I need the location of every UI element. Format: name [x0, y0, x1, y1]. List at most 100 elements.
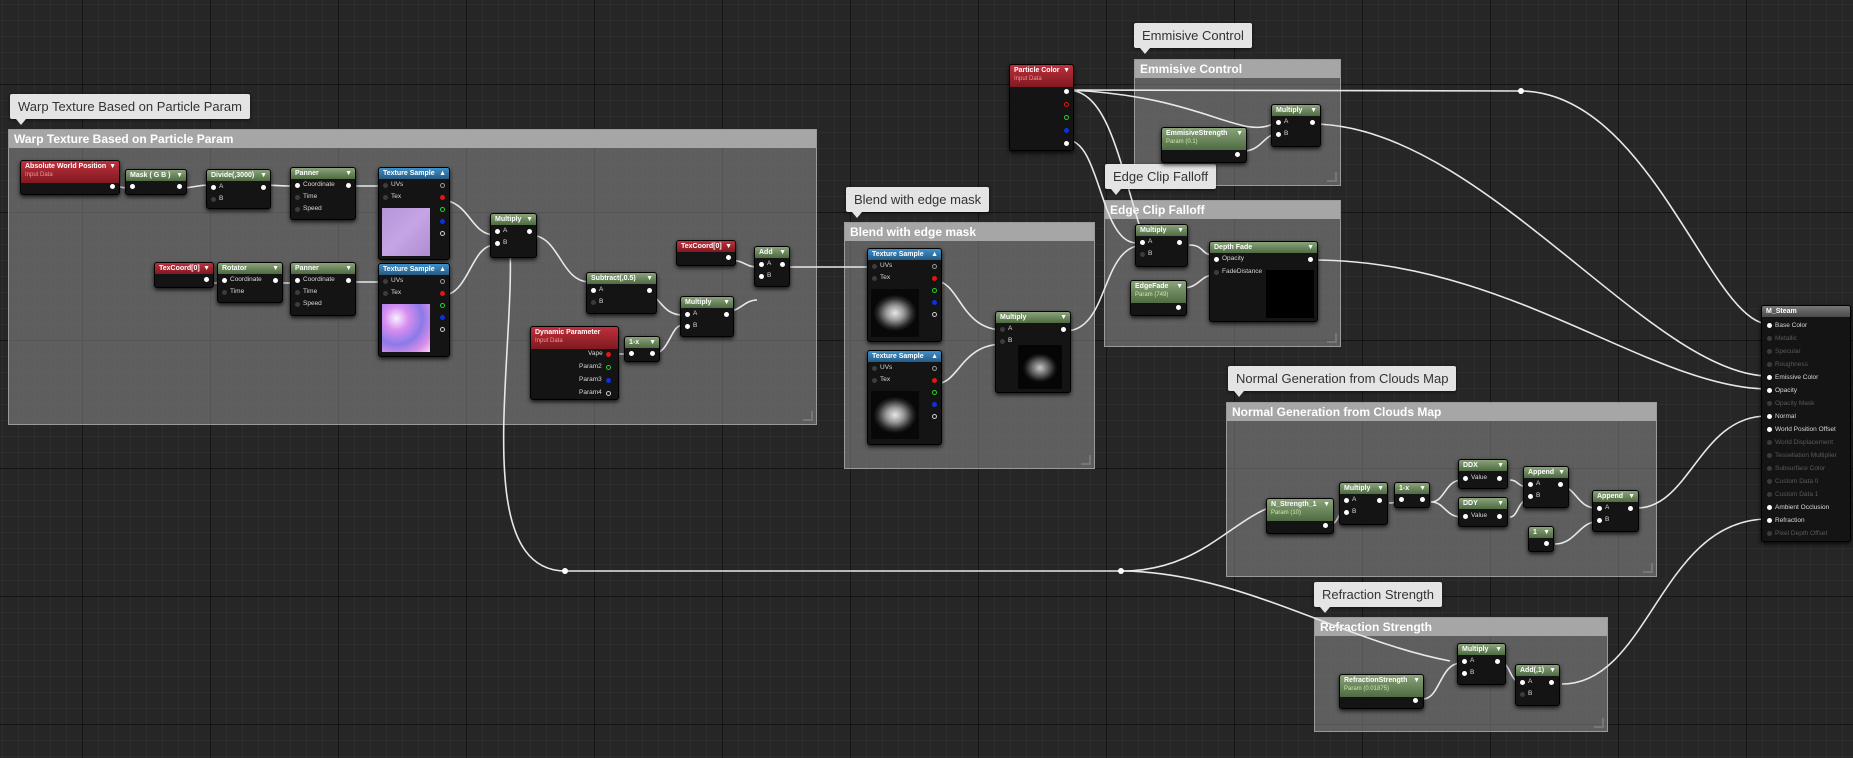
node-absolute-world-position[interactable]: Absolute World Position▼Input Data: [20, 160, 120, 195]
node-multiply-offset[interactable]: Multiply▼ A B: [680, 296, 734, 337]
output-pin-a[interactable]: [1064, 141, 1069, 146]
material-input-pin[interactable]: [1767, 375, 1772, 380]
collapse-caret-icon[interactable]: ▼: [1497, 500, 1504, 507]
resize-grip[interactable]: [803, 411, 813, 421]
collapse-caret-icon[interactable]: ▲: [931, 353, 938, 360]
comment-bubble-emmisive-control[interactable]: Emmisive Control: [1134, 23, 1252, 54]
input-pin-a[interactable]: [1597, 506, 1602, 511]
input-pin-a[interactable]: [1520, 680, 1525, 685]
input-pin-a[interactable]: [211, 185, 216, 190]
input-pin[interactable]: [130, 184, 135, 189]
node-rotator[interactable]: Rotator▼ Coordinate Time: [217, 262, 283, 303]
collapse-caret-icon[interactable]: ▼: [109, 163, 116, 170]
output-pin-b[interactable]: [440, 219, 445, 224]
input-pin-a[interactable]: [759, 262, 764, 267]
material-input-pin[interactable]: [1767, 479, 1772, 484]
input-pin-b[interactable]: [1520, 692, 1525, 697]
collapse-caret-icon[interactable]: ▼: [176, 172, 183, 179]
input-pin-b[interactable]: [1276, 132, 1281, 137]
input-pin-uvs[interactable]: [383, 279, 388, 284]
input-pin-a[interactable]: [1462, 659, 1467, 664]
collapse-caret-icon[interactable]: ▲: [439, 170, 446, 177]
output-pin[interactable]: [1558, 482, 1563, 487]
input-pin-opacity[interactable]: [1214, 257, 1219, 262]
output-pin-a[interactable]: [932, 414, 937, 419]
output-pin[interactable]: [1377, 498, 1382, 503]
collapse-caret-icon[interactable]: ▼: [1413, 677, 1420, 684]
collapse-caret-icon[interactable]: ▼: [1628, 493, 1635, 500]
output-pin[interactable]: [1323, 523, 1328, 528]
output-pin-g[interactable]: [1064, 115, 1069, 120]
material-input-pin[interactable]: [1767, 414, 1772, 419]
output-pin-r[interactable]: [440, 291, 445, 296]
node-one-minus-normal[interactable]: 1-x▼: [1394, 482, 1430, 508]
node-append-1[interactable]: Append▼ A B: [1523, 466, 1569, 508]
node-texcoord-rotator[interactable]: TexCoord[0]▼: [154, 262, 214, 288]
comment-bubble-refraction-strength[interactable]: Refraction Strength: [1314, 582, 1443, 613]
collapse-caret-icon[interactable]: ▲: [439, 266, 446, 273]
input-pin-uvs[interactable]: [872, 366, 877, 371]
resize-grip[interactable]: [1643, 563, 1653, 573]
material-input-pin[interactable]: [1767, 427, 1772, 432]
input-pin-b[interactable]: [1462, 671, 1467, 676]
node-multiply-refraction[interactable]: Multiply▼ A B: [1457, 643, 1506, 685]
output-pin[interactable]: [346, 183, 351, 188]
collapse-caret-icon[interactable]: ▼: [1549, 667, 1556, 674]
comment-bubble-blend-edge-mask[interactable]: Blend with edge mask: [846, 187, 990, 218]
collapse-caret-icon[interactable]: ▼: [1310, 107, 1317, 114]
node-subtract[interactable]: Subtract(,0.5)▼ A B: [586, 272, 657, 314]
collapse-caret-icon[interactable]: ▼: [526, 216, 533, 223]
node-refraction-strength[interactable]: RefractionStrength▼Param (0.01875): [1339, 674, 1424, 709]
input-pin-b[interactable]: [211, 197, 216, 202]
input-pin-uvs[interactable]: [872, 264, 877, 269]
material-input-pin[interactable]: [1767, 349, 1772, 354]
output-pin-r[interactable]: [440, 195, 445, 200]
node-multiply-warp[interactable]: Multiply▼ A B: [490, 213, 537, 258]
material-input-pin[interactable]: [1767, 336, 1772, 341]
output-pin[interactable]: [1549, 680, 1554, 685]
material-input-pin[interactable]: [1767, 440, 1772, 445]
output-pin[interactable]: [204, 277, 209, 282]
collapse-caret-icon[interactable]: ▼: [1177, 227, 1184, 234]
node-one-minus[interactable]: 1-x▼: [624, 336, 660, 362]
input-pin-a[interactable]: [1140, 240, 1145, 245]
output-pin-g[interactable]: [440, 303, 445, 308]
comment-bubble-edge-clip-falloff[interactable]: Edge Clip Falloff: [1105, 164, 1217, 195]
collapse-caret-icon[interactable]: ▼: [1497, 462, 1504, 469]
output-pin-a[interactable]: [440, 327, 445, 332]
material-input-pin[interactable]: [1767, 505, 1772, 510]
collapse-caret-icon[interactable]: ▼: [1307, 244, 1314, 251]
input-pin-a[interactable]: [591, 288, 596, 293]
output-pin[interactable]: [346, 278, 351, 283]
output-pin-r[interactable]: [932, 276, 937, 281]
node-ddx[interactable]: DDX▼ Value: [1458, 459, 1508, 489]
collapse-caret-icon[interactable]: ▼: [272, 265, 279, 272]
reroute-node[interactable]: [1518, 88, 1524, 94]
collapse-caret-icon[interactable]: ▼: [1558, 469, 1565, 476]
resize-grip[interactable]: [1594, 718, 1604, 728]
input-pin-b[interactable]: [1528, 494, 1533, 499]
output-pin[interactable]: [1497, 514, 1502, 519]
output-pin-a[interactable]: [932, 312, 937, 317]
collapse-caret-icon[interactable]: ▼: [649, 339, 656, 346]
node-constant-1[interactable]: 1▼: [1528, 526, 1554, 552]
output-pin-rgb[interactable]: [932, 366, 937, 371]
node-panner-1[interactable]: Panner▼ Coordinate Time Speed: [290, 167, 356, 220]
material-input-pin[interactable]: [1767, 453, 1772, 458]
output-pin[interactable]: [1497, 476, 1502, 481]
input-pin-coordinate[interactable]: [295, 278, 300, 283]
output-pin[interactable]: [177, 184, 182, 189]
output-pin[interactable]: [1061, 327, 1066, 332]
collapse-caret-icon[interactable]: ▼: [779, 249, 786, 256]
resize-grip[interactable]: [1327, 333, 1337, 343]
node-edge-fade[interactable]: EdgeFade▼Param (749): [1130, 280, 1187, 316]
collapse-caret-icon[interactable]: ▼: [1236, 130, 1243, 137]
node-n-strength[interactable]: N_Strength_1▼Param (10): [1266, 498, 1334, 534]
collapse-caret-icon[interactable]: ▼: [1377, 485, 1384, 492]
input-pin-uvs[interactable]: [383, 183, 388, 188]
output-pin[interactable]: [724, 312, 729, 317]
node-depth-fade[interactable]: Depth Fade▼ Opacity FadeDistance: [1209, 241, 1318, 322]
input-pin-a[interactable]: [1344, 498, 1349, 503]
collapse-caret-icon[interactable]: ▼: [1323, 501, 1330, 508]
